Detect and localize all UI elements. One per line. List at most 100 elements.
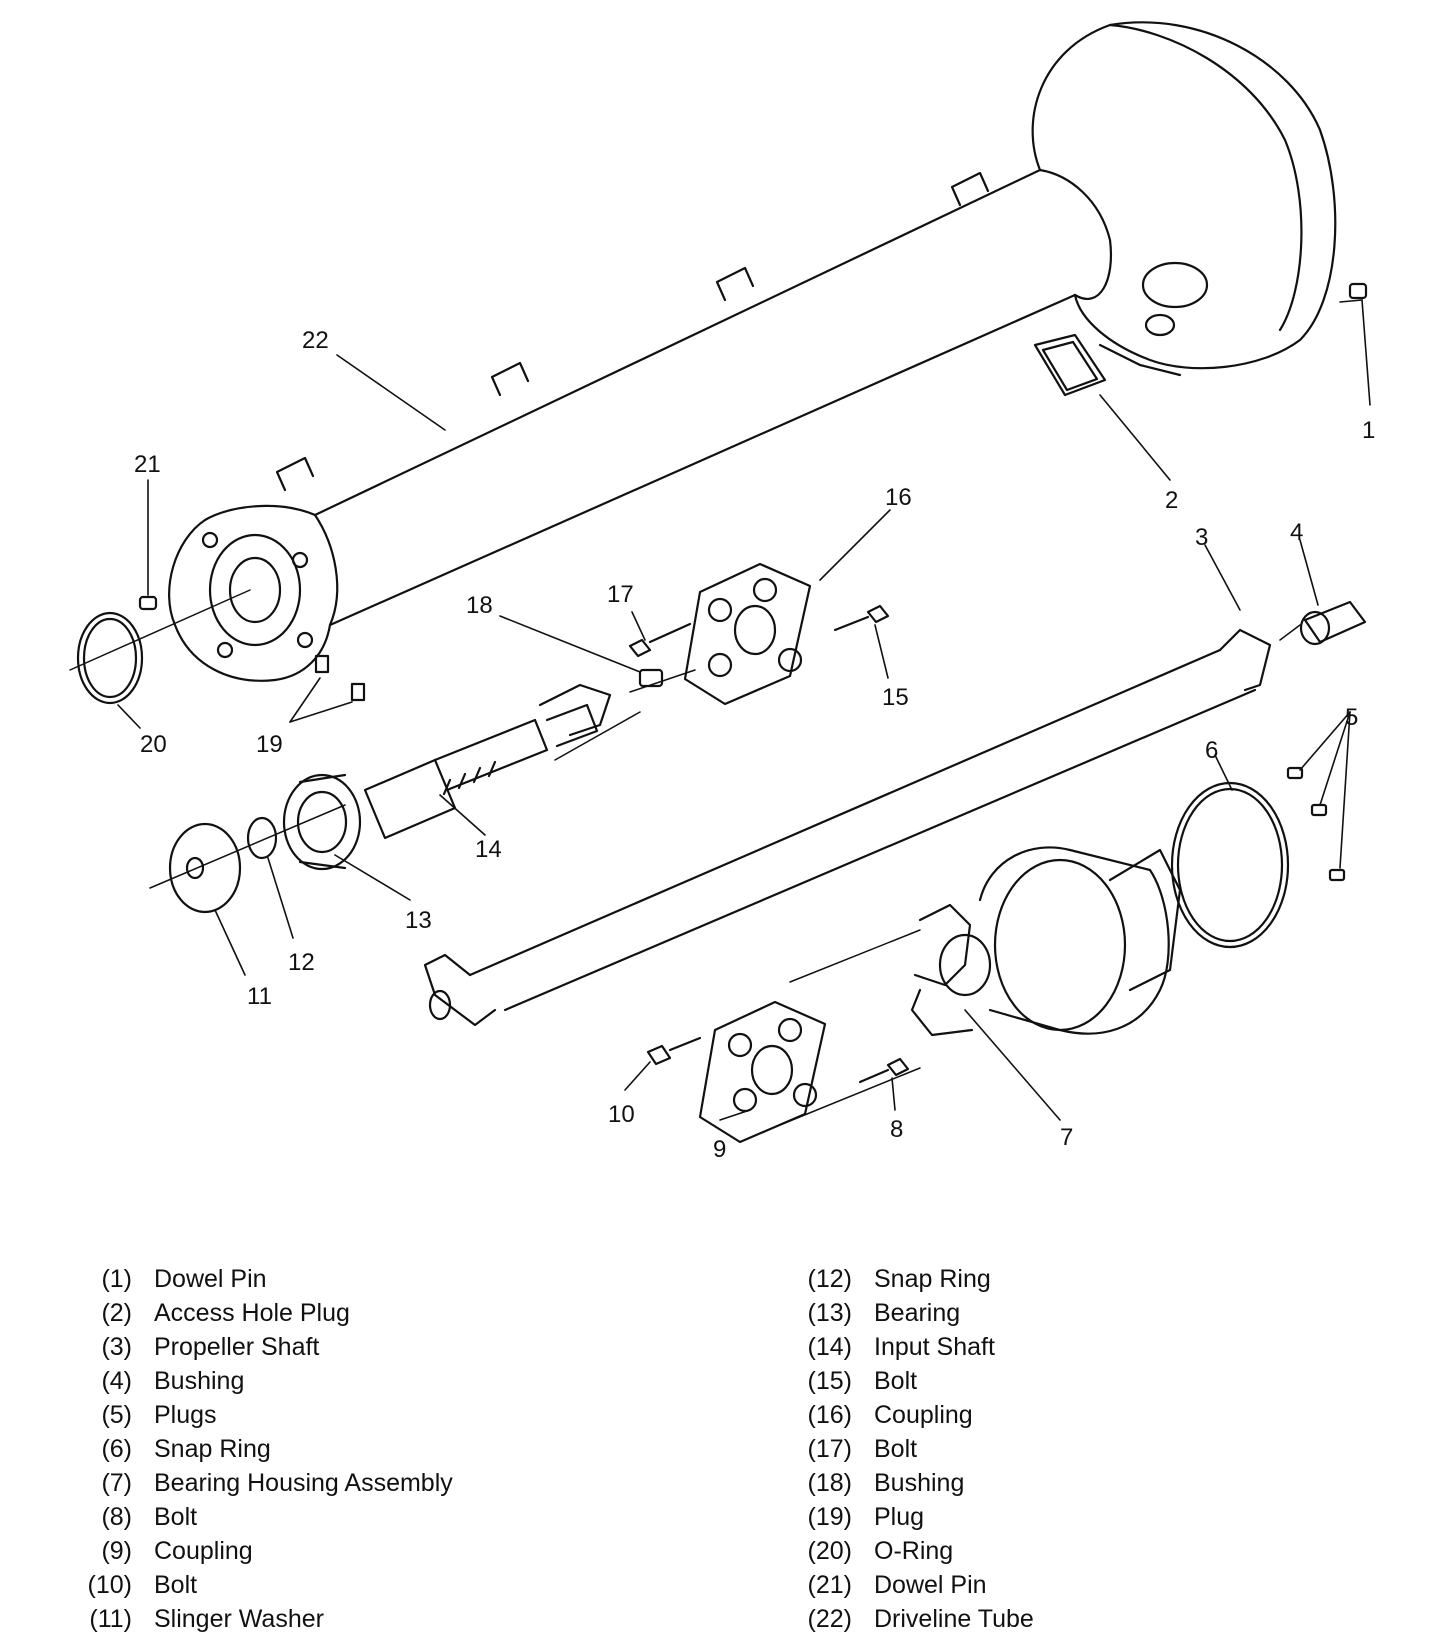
legend-row: (15)Bolt [790,1364,1410,1398]
legend-number: (10) [87,1571,132,1599]
access-hole-plug-part [1033,333,1107,397]
legend-part-name: Driveline Tube [874,1605,1034,1633]
callout-11: 11 [247,983,272,1010]
legend-part-name: Bolt [874,1367,918,1395]
callout-16: 16 [885,484,912,511]
snap-ring-6-part [1170,781,1290,949]
input-shaft-part [363,683,612,840]
legend-number: (1) [101,1265,132,1293]
legend-part-name: Bolt [874,1435,918,1463]
bushing-18-part [638,668,664,688]
leader-lines [117,299,1371,1121]
legend-row: (6) Snap Ring [70,1432,690,1466]
callout-13: 13 [405,907,432,934]
legend-number: (11) [89,1605,132,1633]
legend-row: (12) Snap Ring [790,1262,1410,1296]
legend-row: (7) Bearing Housing Assembly [70,1466,690,1500]
legend-number: (4) [101,1367,132,1395]
legend-row: (11) Slinger Washer [70,1602,690,1636]
bolt-17-part [628,622,692,658]
legend-number: (6) [101,1435,132,1463]
bearing-part [282,773,362,871]
bushing-4-part [1299,600,1367,646]
plugs-5-part [1286,766,1346,882]
legend-part-name: Dowel Pin [874,1571,987,1599]
legend-number: (2) [101,1299,132,1327]
legend-row: (4) Bushing [70,1364,690,1398]
legend-part-name: Slinger Washer [154,1605,324,1633]
legend-row: (13)Bearing [790,1296,1410,1330]
legend-number: (22) [807,1605,852,1633]
callout-22: 22 [302,327,329,354]
bolt-8-part [858,1057,910,1084]
legend-part-name: Snap Ring [154,1435,271,1463]
legend-row: (17) Bolt [790,1432,1410,1466]
legend-number: (21) [807,1571,852,1599]
legend-row: (19) Plug [790,1500,1410,1534]
bearing-housing-part [910,846,1182,1037]
legend-part-name: Snap Ring [874,1265,991,1293]
alignment-lines [69,589,1301,1126]
legend-number: (17) [807,1435,852,1463]
parts-legend-left: (1)Dowel Pin (2)Access Hole Plug (3)Prop… [70,1262,690,1636]
legend-number: (12) [807,1265,852,1293]
legend-row: (5)Plugs [70,1398,690,1432]
legend-part-name: Input Shaft [874,1333,995,1361]
legend-part-name: Plug [874,1503,925,1531]
legend-number: (18) [807,1469,852,1497]
snap-ring-12-part [246,816,278,860]
legend-part-name: Bushing [154,1367,245,1395]
legend-row: (14) Input Shaft [790,1330,1410,1364]
callout-6: 6 [1205,737,1218,764]
legend-row: (22) Driveline Tube [790,1602,1410,1636]
callout-20: 20 [140,731,167,758]
legend-part-name: O-Ring [874,1537,954,1565]
callout-8: 8 [890,1116,903,1143]
legend-part-name: Bolt [154,1571,198,1599]
legend-number: (7) [101,1469,132,1497]
legend-row: (1) Dowel Pin [70,1262,690,1296]
legend-row: (9) Coupling [70,1534,690,1568]
legend-part-name: Bearing Housing Assembly [154,1469,453,1497]
callout-14: 14 [475,836,502,863]
legend-row: (8)Bolt [70,1500,690,1534]
legend-part-name: Bushing [874,1469,965,1497]
callout-1: 1 [1362,417,1375,444]
legend-part-name: Bolt [154,1503,198,1531]
legend-number: (14) [807,1333,852,1361]
legend-number: (19) [807,1503,852,1531]
callout-17: 17 [607,581,634,608]
driveline-tube-part [168,21,1337,682]
dowel-pin-21-part [138,595,158,611]
legend-row: (16) Coupling [790,1398,1410,1432]
legend-row: (18) Bushing [790,1466,1410,1500]
callout-19: 19 [256,731,283,758]
plugs-19-part [314,654,366,702]
legend-part-name: Dowel Pin [154,1265,267,1293]
legend-number: (3) [101,1333,132,1361]
callout-2: 2 [1165,487,1178,514]
propeller-shaft-part [423,628,1272,1027]
callout-12: 12 [288,949,315,976]
legend-number: (9) [101,1537,132,1565]
callout-3: 3 [1195,524,1208,551]
callout-21: 21 [134,451,161,478]
legend-row: (2) Access Hole Plug [70,1296,690,1330]
legend-part-name: Plugs [154,1401,217,1429]
o-ring-part [76,611,144,705]
legend-part-name: Coupling [874,1401,973,1429]
callout-4: 4 [1290,519,1303,546]
bolt-15-part [833,604,890,632]
callout-labels: 1 2 3 4 5 6 7 8 9 10 11 12 13 14 15 16 1… [134,327,1375,1163]
callout-15: 15 [882,684,909,711]
callout-7: 7 [1060,1124,1073,1151]
legend-part-name: Access Hole Plug [154,1299,350,1327]
legend-row: (21) Dowel Pin [790,1568,1410,1602]
legend-row: (10) Bolt [70,1568,690,1602]
legend-number: (16) [807,1401,852,1429]
callout-10: 10 [608,1101,635,1128]
legend-part-name: Coupling [154,1537,253,1565]
coupling-9-part [698,1000,827,1144]
callout-9: 9 [713,1136,726,1163]
callout-18: 18 [466,592,493,619]
